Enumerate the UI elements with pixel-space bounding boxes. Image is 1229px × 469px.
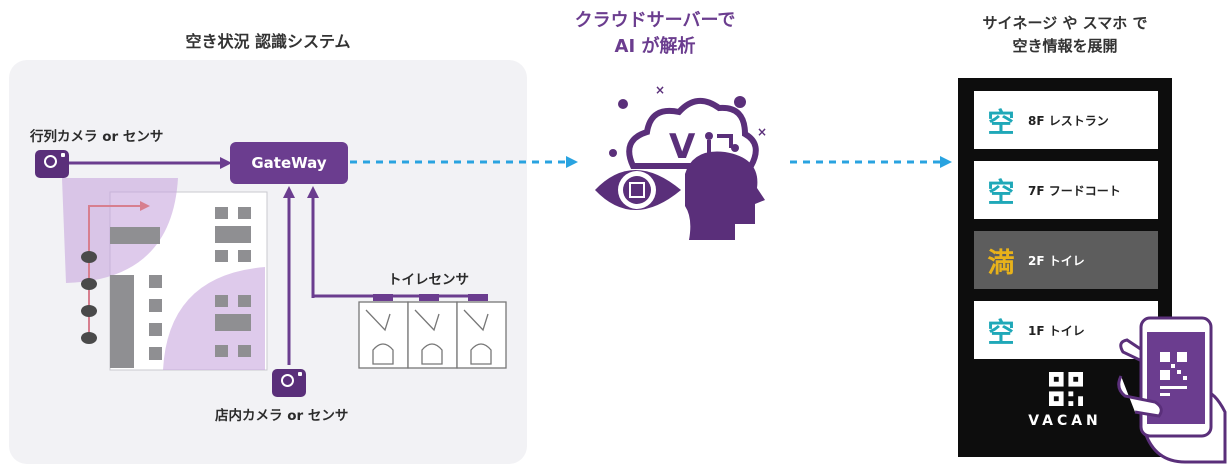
table-set-top <box>215 207 251 262</box>
cloud-title-line2: AI が解析 <box>614 36 696 57</box>
status-row: 空 8F レストラン <box>974 91 1158 149</box>
status-indicator: 空 <box>987 317 1015 349</box>
store-camera-icon <box>272 369 306 397</box>
shelf-block <box>149 323 162 336</box>
status-indicator: 満 <box>987 247 1015 279</box>
store-camera-fov <box>163 267 265 370</box>
gateway-box: GateWay <box>230 142 348 184</box>
floor-plan-diagram <box>62 157 507 371</box>
status-location: 8F レストラン <box>1028 113 1109 128</box>
queue-path <box>88 205 140 342</box>
qr-code-icon <box>1049 372 1083 406</box>
toilet-sensors <box>373 294 488 301</box>
status-location: 2F トイレ <box>1028 253 1085 268</box>
toilet-sensor-label: トイレセンサ <box>388 272 469 288</box>
toilet-stalls <box>358 301 507 369</box>
shelf-block <box>149 275 162 288</box>
table-set-bottom <box>215 295 251 357</box>
signage-title: サイネージ や スマホ で 空き情報を展開 <box>950 12 1180 58</box>
queue-arrowhead <box>140 201 150 211</box>
status-row: 空 7F フードコート <box>974 161 1158 219</box>
cloud-title-line1: クラウドサーバーで <box>574 10 736 31</box>
svg-text:V: V <box>669 127 696 167</box>
queue-sensor-label: 行列カメラ or センサ <box>30 129 164 145</box>
queue-people <box>81 251 97 344</box>
brand-logo: VACAN <box>1028 413 1102 429</box>
shelf-left <box>110 275 134 368</box>
status-row: 満 2F トイレ <box>974 231 1158 289</box>
status-indicator: 空 <box>987 177 1015 209</box>
cloud-title: クラウドサーバーで AI が解析 <box>560 8 750 60</box>
shelf-block <box>149 347 162 360</box>
status-location: 1F トイレ <box>1028 323 1085 338</box>
shelf-block <box>149 299 162 312</box>
smartphone-hand-icon <box>1117 316 1227 464</box>
system-title: 空き状況 認識システム <box>185 32 351 51</box>
status-indicator: 空 <box>987 107 1015 139</box>
signage-title-line1: サイネージ や スマホ で <box>982 14 1148 32</box>
status-location: 7F フードコート <box>1028 183 1121 198</box>
ai-cloud-icon: × × V <box>595 83 767 240</box>
counter <box>110 227 160 244</box>
signage-title-line2: 空き情報を展開 <box>1012 37 1118 55</box>
queue-camera-icon <box>35 150 69 178</box>
svg-text:×: × <box>757 125 767 139</box>
svg-text:×: × <box>655 83 665 97</box>
toilet-details <box>365 309 492 365</box>
store-sensor-label: 店内カメラ or センサ <box>215 408 349 424</box>
